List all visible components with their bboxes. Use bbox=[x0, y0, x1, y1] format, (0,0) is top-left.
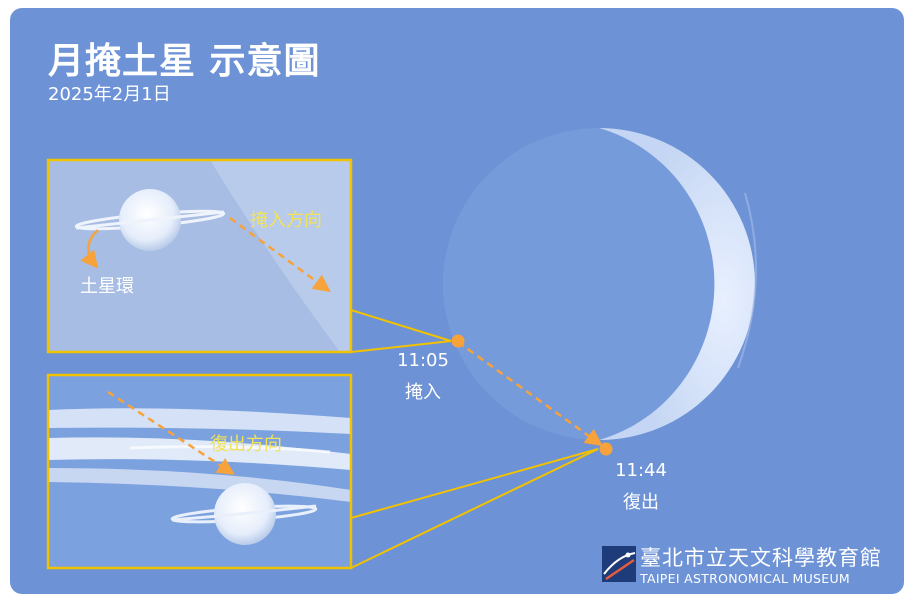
saturn-ring-label: 土星環 bbox=[80, 276, 134, 297]
egress-dot bbox=[599, 442, 613, 456]
museum-logo-icon bbox=[602, 546, 636, 582]
diagram-artwork bbox=[46, 128, 757, 582]
ingress-dot bbox=[451, 334, 465, 348]
egress-inset bbox=[46, 373, 353, 570]
egress-time: 11:44 bbox=[615, 460, 667, 481]
occultation-path bbox=[451, 334, 613, 456]
ingress-direction-arrow bbox=[229, 216, 331, 293]
diagram-panel: 月掩土星 示意圖 2025年2月1日 掩入方向 土星環 復出方向 11:05 掩… bbox=[10, 8, 904, 594]
moon bbox=[443, 128, 757, 440]
museum-name-en: TAIPEI ASTRONOMICAL MUSEUM bbox=[640, 571, 851, 586]
ingress-direction-label: 掩入方向 bbox=[250, 210, 322, 231]
ingress-label: 掩入 bbox=[405, 382, 441, 403]
event-date: 2025年2月1日 bbox=[48, 84, 171, 105]
egress-direction-label: 復出方向 bbox=[210, 434, 282, 455]
ingress-time: 11:05 bbox=[397, 350, 449, 371]
museum-name-zh: 臺北市立天文科學教育館 bbox=[640, 546, 882, 570]
egress-direction-arrow bbox=[107, 390, 235, 475]
ingress-inset bbox=[46, 158, 353, 354]
callout-connectors bbox=[350, 309, 599, 569]
ring-pointer-arrow bbox=[80, 229, 99, 269]
page-title: 月掩土星 示意圖 bbox=[48, 41, 321, 82]
egress-label: 復出 bbox=[623, 492, 659, 513]
